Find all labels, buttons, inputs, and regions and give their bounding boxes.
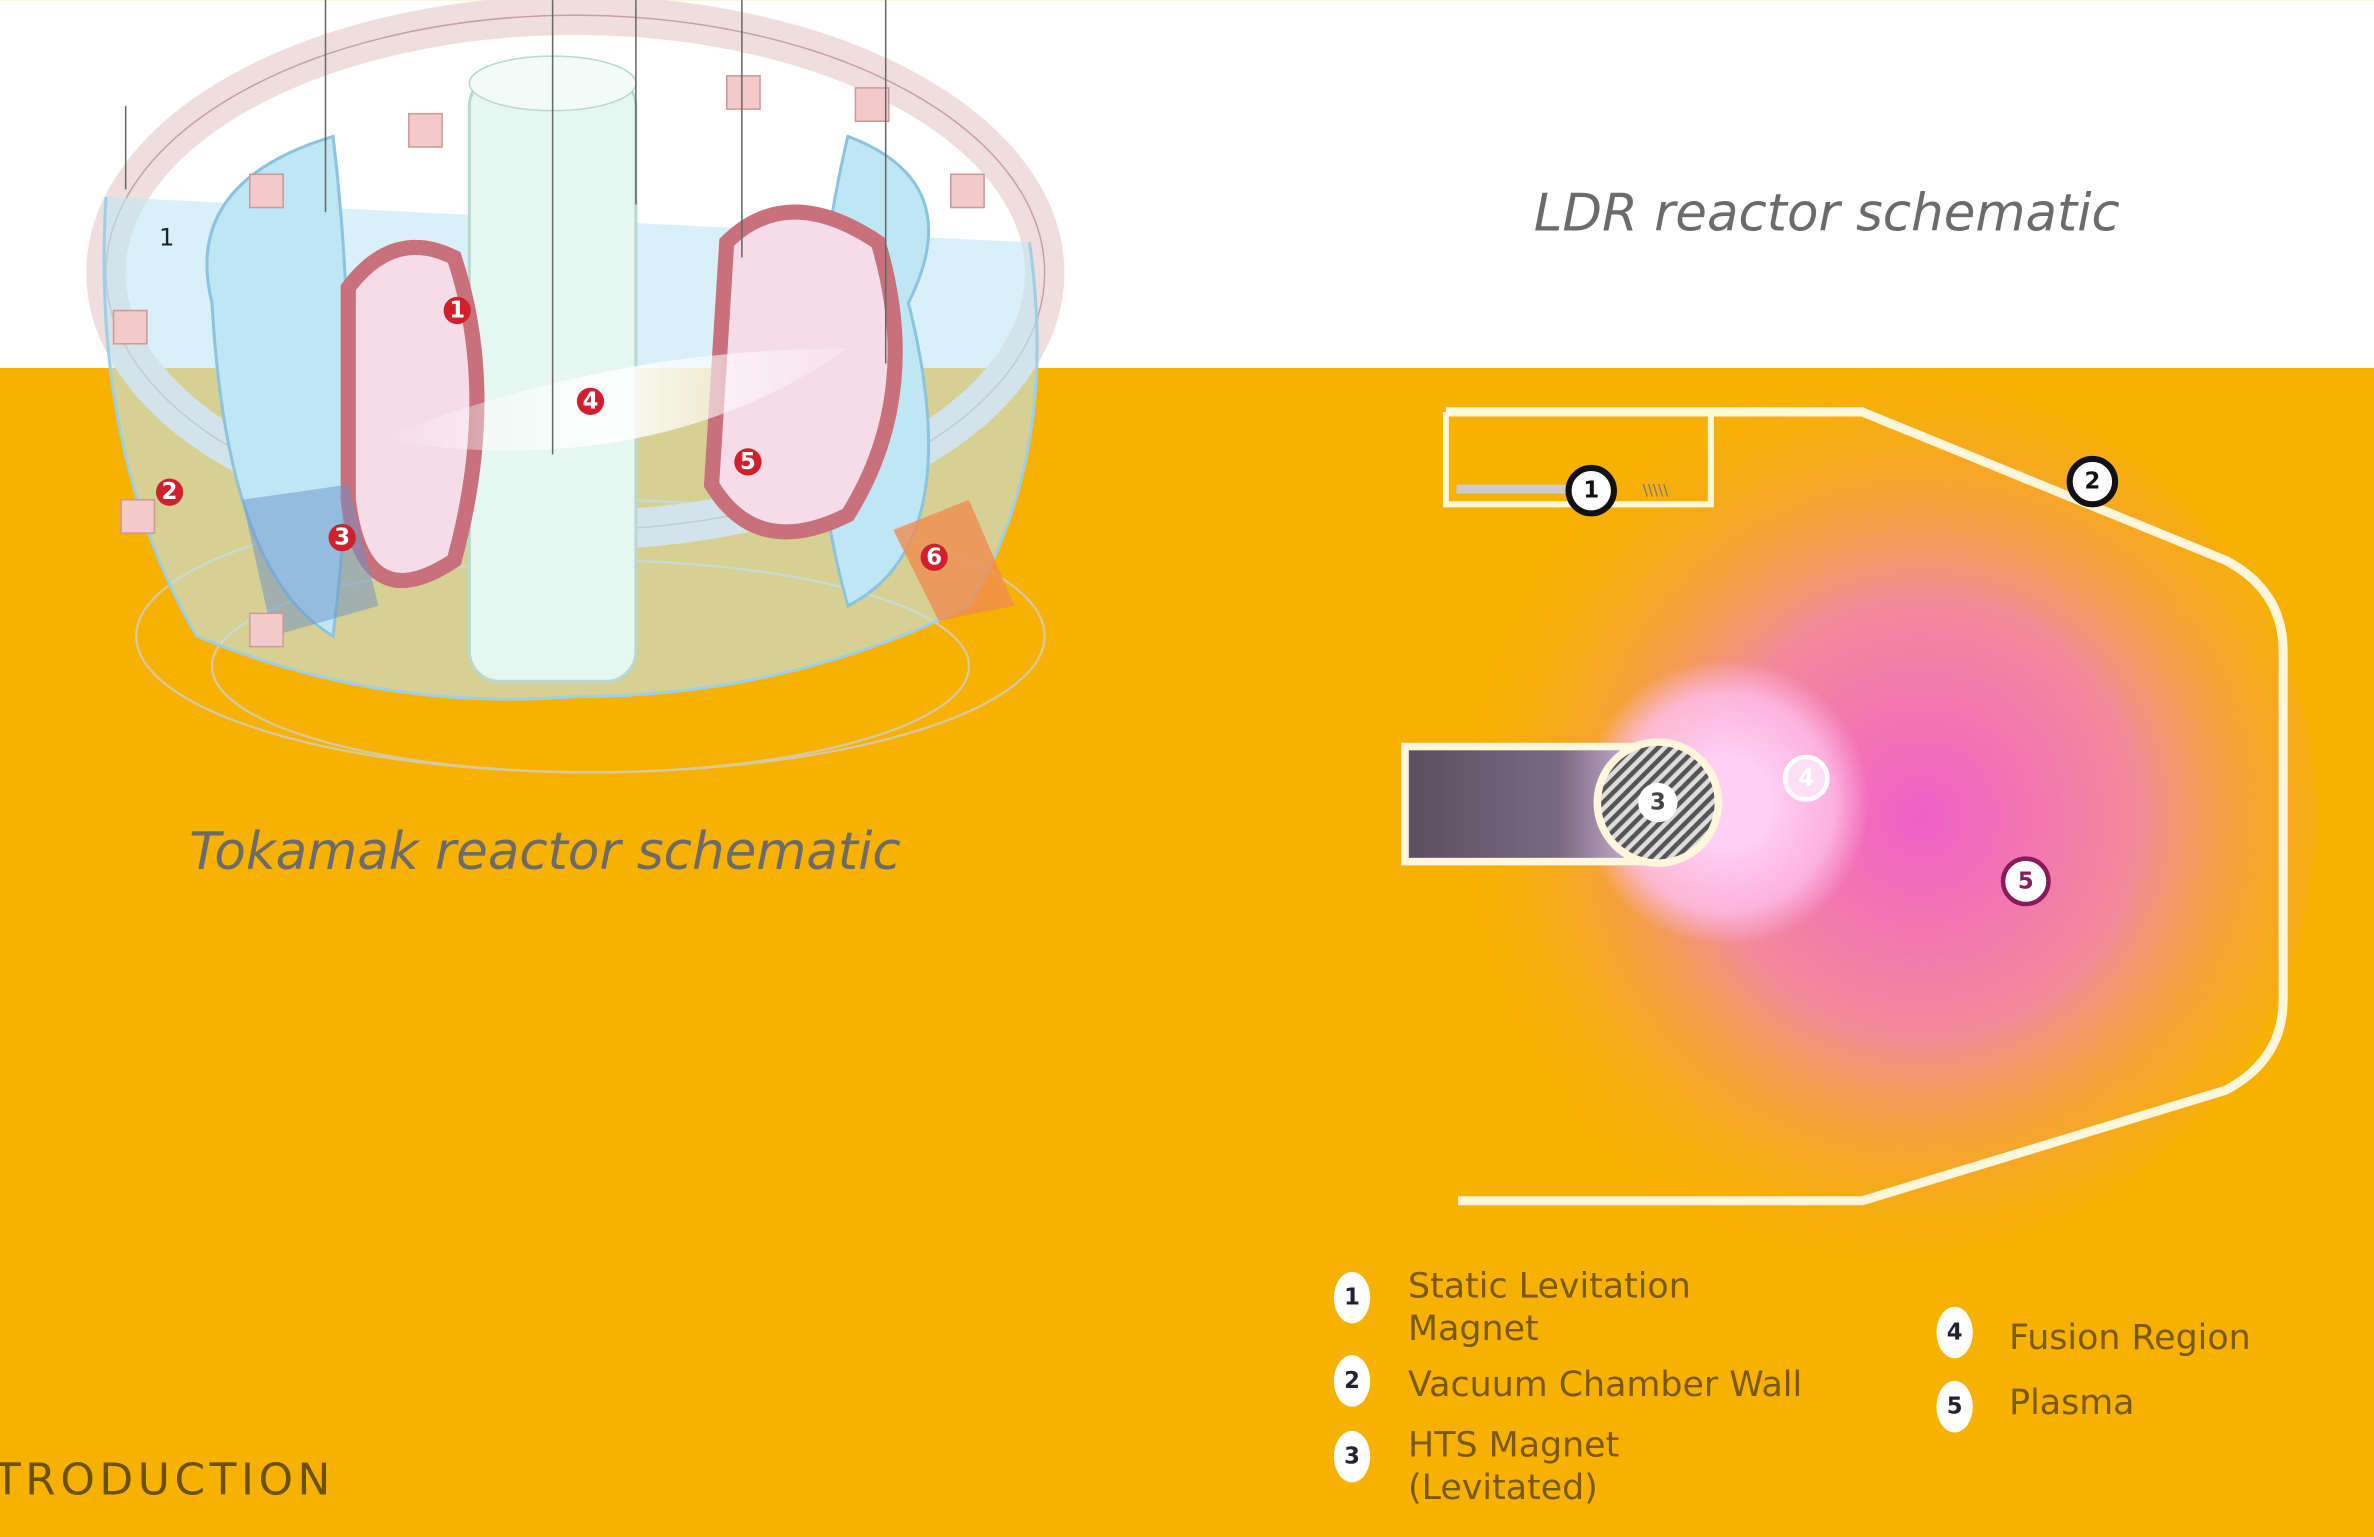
- ldr-marker-3: 3: [1638, 782, 1678, 823]
- svg-text:5: 5: [740, 449, 756, 475]
- svg-text:(Levitated): (Levitated): [1408, 1468, 1598, 1508]
- legend-item-3: 3 HTS Magnet(Levitated): [1333, 1426, 1619, 1508]
- ldr-schematic: \\\\\: [1401, 378, 2317, 1257]
- ldr-marker-1: 1: [1565, 464, 1617, 517]
- vacuum-chamber-wall: [1445, 407, 2288, 1206]
- plasma-region: [1438, 378, 2317, 1257]
- legend-item-5: 5 Plasma: [1936, 1380, 2135, 1433]
- svg-text:2: 2: [162, 479, 178, 505]
- svg-text:1: 1: [1344, 1285, 1360, 1311]
- svg-text:HTS Magnet: HTS Magnet: [1408, 1426, 1619, 1466]
- ldr-marker-2: 2: [2066, 455, 2119, 508]
- tokamak-marker-4: 4: [576, 387, 605, 415]
- svg-text:6: 6: [926, 544, 942, 570]
- svg-text:3: 3: [1650, 790, 1666, 816]
- tokamak-marker-1: 1: [443, 296, 471, 325]
- fusion-region-glow: [1582, 658, 1870, 947]
- svg-text:Fusion Region: Fusion Region: [2009, 1318, 2251, 1358]
- svg-text:4: 4: [1798, 765, 1814, 791]
- svg-text:3: 3: [1344, 1444, 1360, 1470]
- svg-text:1: 1: [449, 298, 465, 324]
- svg-text:Static Levitation: Static Levitation: [1408, 1267, 1691, 1307]
- ldr-caption: LDR reactor schematic: [1534, 183, 2120, 243]
- section-heading: TRODUCTION: [0, 1454, 335, 1505]
- tokamak-top-label: 1: [159, 223, 174, 251]
- tokamak-marker-6: 6: [920, 543, 948, 571]
- svg-text:4: 4: [1947, 1319, 1963, 1345]
- svg-text:Magnet: Magnet: [1408, 1309, 1539, 1349]
- legend-item-4: 4 Fusion Region: [1936, 1306, 2251, 1359]
- ldr-marker-5: 5: [2000, 856, 2051, 907]
- tokamak-marker-2: 2: [155, 478, 184, 506]
- svg-text:2: 2: [1344, 1368, 1360, 1394]
- tokamak-illustration: 1: [86, 0, 1065, 774]
- legend-item-2: 2 Vacuum Chamber Wall: [1333, 1355, 1802, 1407]
- svg-text:4: 4: [583, 388, 599, 414]
- svg-text:Plasma: Plasma: [2009, 1383, 2134, 1423]
- tokamak-marker-3: 3: [328, 523, 356, 552]
- svg-text:5: 5: [1947, 1394, 1963, 1420]
- svg-text:5: 5: [2018, 868, 2034, 894]
- svg-text:3: 3: [334, 525, 350, 551]
- tokamak-marker-5: 5: [734, 448, 762, 476]
- svg-text:\\\\\: \\\\\: [1643, 481, 1669, 499]
- svg-text:2: 2: [2084, 469, 2100, 495]
- ldr-marker-4: 4: [1782, 754, 1830, 802]
- svg-text:1: 1: [1583, 478, 1599, 504]
- svg-text:Vacuum Chamber Wall: Vacuum Chamber Wall: [1408, 1365, 1802, 1405]
- tokamak-caption: Tokamak reactor schematic: [189, 822, 900, 882]
- tokamak-markers: 1 2 3 4 5 6: [155, 296, 948, 571]
